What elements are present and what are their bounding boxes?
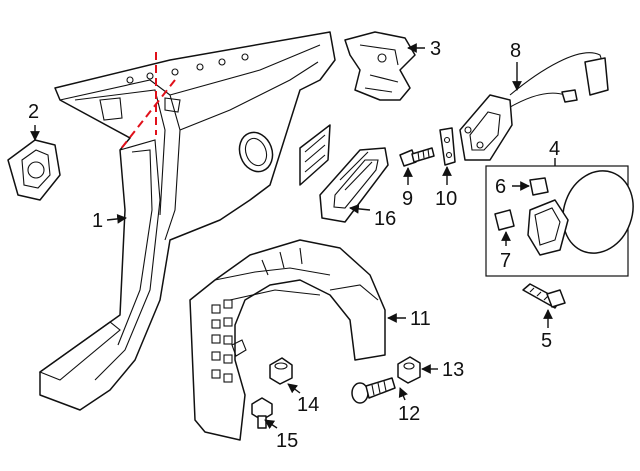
fuel-door-release-cable bbox=[459, 52, 609, 161]
clip-7 bbox=[494, 209, 515, 231]
screw-15 bbox=[251, 397, 273, 429]
quarter-panel bbox=[38, 31, 336, 411]
leader-15 bbox=[264, 419, 278, 429]
cut-line-diagonal bbox=[119, 79, 176, 151]
callout-7: 7 bbox=[500, 250, 511, 272]
nut-14 bbox=[269, 357, 293, 385]
nut-13 bbox=[397, 356, 421, 384]
bolt-5 bbox=[522, 283, 566, 309]
callout-1: 1 bbox=[92, 210, 103, 232]
callout-3: 3 bbox=[430, 38, 441, 60]
callout-9: 9 bbox=[402, 188, 413, 210]
side-trim bbox=[319, 147, 389, 223]
callout-13: 13 bbox=[442, 359, 464, 381]
callout-8: 8 bbox=[510, 40, 521, 62]
leader-1 bbox=[106, 214, 127, 224]
hinge-10 bbox=[439, 127, 456, 166]
leader-14 bbox=[287, 383, 301, 394]
fuel-door bbox=[527, 170, 634, 256]
callout-5: 5 bbox=[541, 330, 552, 352]
bumper-6 bbox=[529, 177, 549, 196]
callout-12: 12 bbox=[398, 403, 420, 425]
leader-12 bbox=[398, 387, 408, 401]
fuel-filler-housing bbox=[7, 139, 61, 201]
callout-14: 14 bbox=[297, 394, 319, 416]
bolt-9 bbox=[399, 147, 435, 167]
callout-6: 6 bbox=[495, 176, 506, 198]
wheelhouse-liner bbox=[189, 239, 386, 441]
callout-16: 16 bbox=[374, 208, 396, 230]
bracket-upper bbox=[344, 31, 416, 101]
callout-10: 10 bbox=[435, 188, 457, 210]
callout-4: 4 bbox=[549, 138, 560, 160]
leader-16 bbox=[349, 204, 371, 214]
screw-12 bbox=[351, 377, 396, 404]
callout-2: 2 bbox=[28, 101, 39, 123]
callout-15: 15 bbox=[276, 430, 298, 452]
callout-11: 11 bbox=[410, 308, 431, 330]
